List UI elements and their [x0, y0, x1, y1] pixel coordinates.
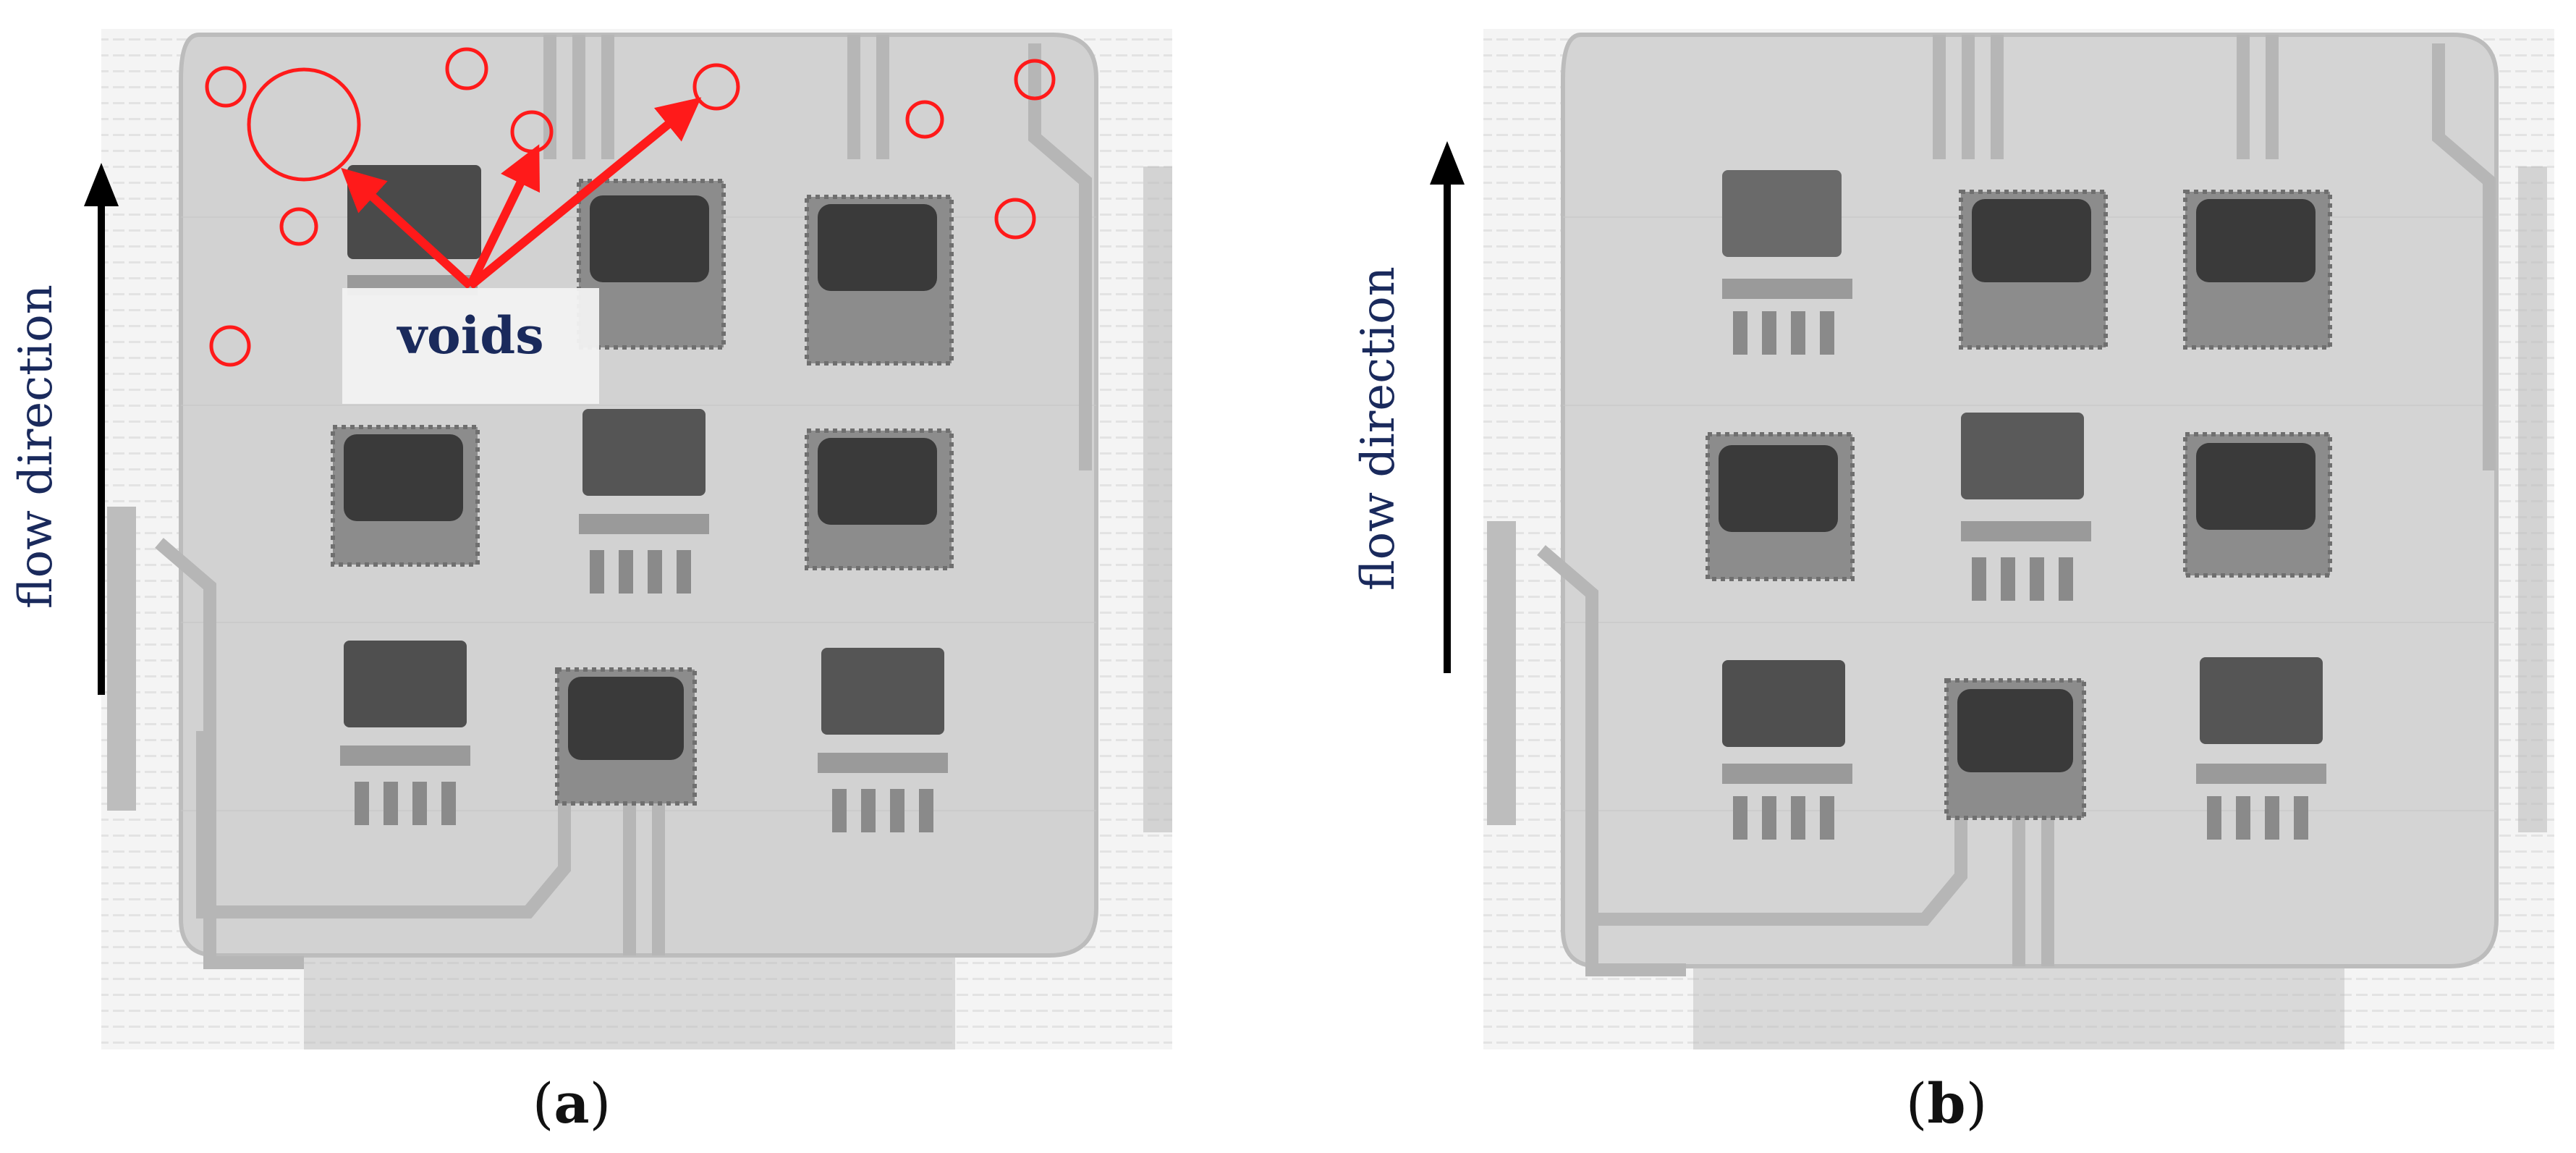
voids-label: voids [397, 305, 544, 366]
xray-image-b [1430, 29, 2554, 1049]
caption-b: (b) [1874, 1071, 2019, 1136]
flow-arrow-b [1430, 141, 1465, 673]
components-b [1706, 170, 2332, 840]
void-markers [205, 47, 1056, 367]
caption-a-open: ( [532, 1071, 554, 1136]
caption-b-close: ) [1965, 1071, 1988, 1136]
void-arrows [341, 97, 702, 290]
panel-a: voids flow direction (a) [9, 29, 1172, 1136]
traces [1537, 35, 2496, 976]
caption-a-letter: a [554, 1071, 590, 1136]
flow-direction-label-a: flow direction [9, 284, 63, 609]
xray-image-a [84, 29, 1172, 1049]
voids-label-box [342, 288, 599, 404]
board [1561, 33, 2499, 968]
components-a [331, 165, 954, 832]
flow-direction-label-b: flow direction [1352, 266, 1405, 591]
edge-pads [1487, 166, 2547, 1049]
traces [155, 35, 1092, 969]
panel-b: flow direction (b) [1288, 0, 2576, 1153]
edge-pads [107, 166, 1172, 1049]
flow-arrow-a [84, 163, 119, 695]
caption-a: (a) [499, 1071, 644, 1136]
caption-a-close: ) [589, 1071, 611, 1136]
caption-b-open: ( [1905, 1071, 1928, 1136]
caption-b-letter: b [1927, 1071, 1966, 1136]
